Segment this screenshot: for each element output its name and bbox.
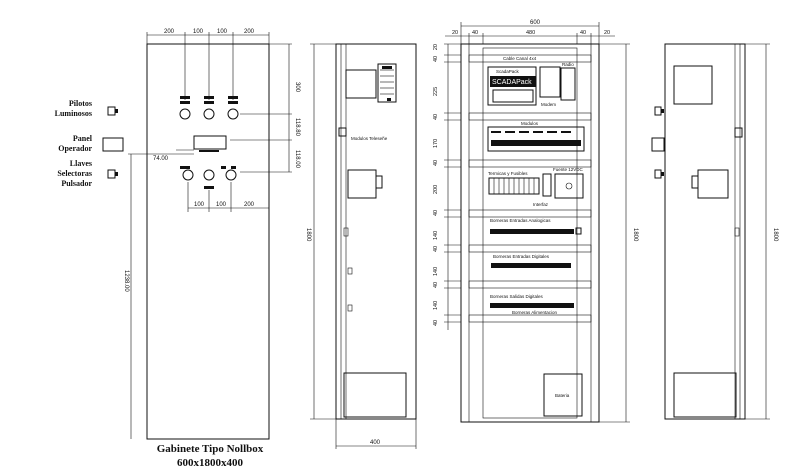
label-llaves-1: Llaves — [70, 159, 92, 168]
modulos-label: Modulos — [521, 121, 539, 126]
front-bottom-dim-1: 100 — [194, 202, 205, 208]
pilot-lights — [179, 96, 239, 120]
interior-left-dim-12: 40 — [433, 282, 439, 288]
label-pilotos-1: Pilotos — [69, 99, 92, 108]
front-left-dim-h: 74.00 — [153, 156, 169, 162]
interior-left-dim-14: 40 — [433, 320, 439, 326]
selector-key-1-icon — [182, 169, 194, 181]
interior-left-dim-8: 40 — [433, 210, 439, 216]
label-panel-1: Panel — [73, 134, 93, 143]
rear-symbol-3-icon — [654, 169, 664, 179]
interior-left-dim-7: 200 — [433, 185, 439, 194]
selector-keys — [180, 166, 237, 189]
front-right-dim-2: 118.80 — [294, 118, 300, 137]
front-left-dim-vertical: 1238.00 — [123, 270, 129, 292]
interior-top-dim-5: 20 — [604, 30, 610, 36]
modem-label: Modem — [541, 102, 556, 107]
bornera-alimentacion-label: Borneras Alimentacion — [512, 310, 558, 315]
rear-outline — [664, 43, 746, 420]
front-right-dim-1: 300 — [294, 82, 300, 93]
front-top-dim-1: 200 — [164, 29, 175, 35]
radio-label: Radio — [562, 62, 574, 67]
key-symbol-icon — [107, 169, 118, 179]
interior-left-dim-13: 140 — [433, 301, 439, 310]
side-view: Modulos Teleseñe 1800 400 — [305, 43, 417, 449]
front-top-dim-3: 100 — [217, 29, 228, 35]
interior-left-dim-6: 40 — [433, 160, 439, 166]
bateria-label: Bateria — [555, 393, 570, 398]
interior-top-dim-1: 20 — [452, 30, 458, 36]
interior-top-dim-2: 40 — [472, 30, 478, 36]
fuente-label: Fuente 12VDC — [553, 167, 584, 172]
pilot-light-1-icon — [179, 108, 191, 120]
pilot-symbol-icon — [107, 106, 118, 116]
panel-symbol-icon — [102, 137, 124, 152]
interior-left-dim-11: 140 — [433, 267, 439, 276]
scadapack-label: ScadaPack — [496, 69, 520, 74]
front-top-dim-2: 100 — [193, 29, 204, 35]
front-door-outline — [146, 43, 270, 440]
side-width-dim: 400 — [370, 440, 381, 446]
selector-key-2-icon — [203, 169, 215, 181]
operator-panel — [193, 135, 227, 150]
title-line-1: Gabinete Tipo Nollbox — [157, 443, 264, 455]
bornera-salidas-label: Borneras Salidas Digitales — [490, 294, 544, 299]
rear-view: 1800 — [651, 43, 778, 420]
interior-left-dim-3: 225 — [433, 87, 439, 96]
rear-symbol-2-icon — [651, 137, 665, 152]
selector-key-3-icon — [225, 169, 237, 181]
termicas-label: Termicas y Fusibles — [488, 171, 528, 176]
side-battery — [343, 372, 407, 418]
pilot-light-2-icon — [203, 108, 215, 120]
front-bottom-dim-2: 100 — [216, 202, 227, 208]
front-top-dim-4: 200 — [244, 29, 255, 35]
label-llaves-3: Pulsador — [61, 179, 92, 188]
interior-left-dim-1: 20 — [433, 44, 439, 50]
front-bottom-dim-3: 200 — [244, 202, 255, 208]
interior-left-dim-9: 140 — [433, 231, 439, 240]
interfaz-label: Interfaz — [533, 202, 549, 207]
front-view: 200 100 100 200 300 118.80 118.00 74.00 … — [123, 29, 300, 440]
title-line-2: 600x1800x400 — [177, 457, 244, 469]
interior-top-total: 600 — [530, 20, 541, 26]
interior-battery — [543, 373, 583, 417]
bornera-analogicas-label: Borneras Entradas Analogicas — [490, 218, 551, 223]
label-panel-2: Operador — [58, 144, 92, 153]
rear-symbol-1-icon — [654, 106, 664, 116]
interior-top-dim-3: 480 — [526, 30, 535, 36]
interior-right-dim: 1800 — [632, 228, 638, 242]
interior-top-dim-4: 40 — [580, 30, 586, 36]
scadapack-big-label: SCADAPack — [492, 79, 532, 86]
interior-left-dim-10: 40 — [433, 246, 439, 252]
legend-labels: Pilotos Luminosos Panel Operador Llaves … — [55, 99, 124, 188]
bornera-digitales-label: Borneras Entradas Digitales — [493, 254, 550, 259]
interior-left-dim-5: 170 — [433, 139, 439, 148]
interior-view: 600 20 40 480 40 20 Cable Canal 4x4 Scad… — [433, 20, 638, 423]
interior-left-dim-2: 40 — [433, 56, 439, 62]
rear-height-dim: 1800 — [772, 228, 778, 242]
side-height-dim: 1800 — [305, 228, 311, 242]
side-module-label: Modulos Teleseñe — [351, 136, 388, 141]
interior-left-dim-4: 40 — [433, 114, 439, 120]
label-pilotos-2: Luminosos — [55, 109, 92, 118]
front-right-dim-3: 118.00 — [294, 150, 300, 169]
pilot-light-3-icon — [227, 108, 239, 120]
side-outline — [335, 43, 417, 420]
cable-canal-label: Cable Canal 4x4 — [503, 56, 537, 61]
label-llaves-2: Selectoras — [57, 169, 92, 178]
